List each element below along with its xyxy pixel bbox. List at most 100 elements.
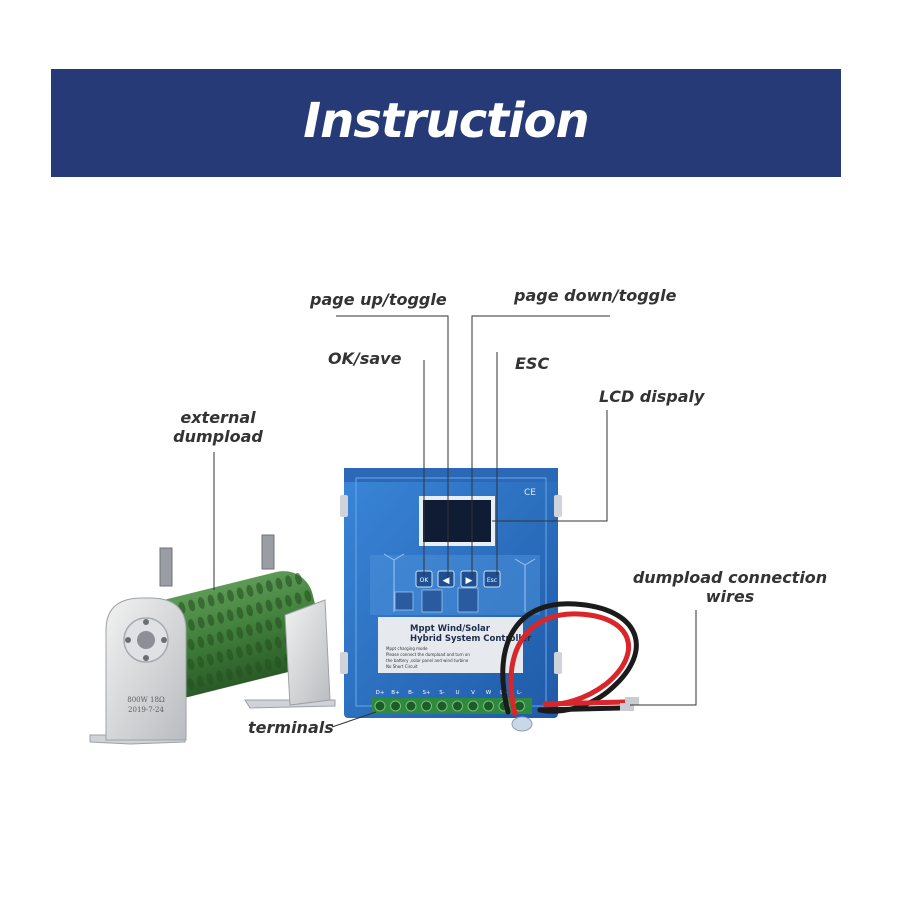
resistor-rib bbox=[255, 661, 263, 673]
resistor-terminal bbox=[261, 534, 275, 570]
resistor-rib bbox=[255, 602, 263, 614]
resistor-rib bbox=[226, 629, 234, 641]
resistor-rib bbox=[226, 648, 234, 661]
wind-turbine-icon bbox=[383, 553, 536, 612]
terminal-label: W bbox=[486, 690, 492, 696]
terminal-screw[interactable] bbox=[421, 700, 432, 712]
resistor-rib bbox=[187, 638, 195, 651]
resistor-rib bbox=[236, 646, 243, 659]
label-terminals: terminals bbox=[248, 718, 334, 737]
page-title: Instruction bbox=[303, 93, 589, 149]
end-cap-bolt bbox=[137, 631, 155, 649]
leader-dumpload-wires bbox=[630, 610, 697, 706]
ring-terminal bbox=[620, 703, 634, 711]
terminal-label: D+ bbox=[376, 690, 385, 696]
leader-terminals bbox=[331, 711, 377, 728]
resistor-rib bbox=[246, 604, 254, 617]
resistor-rib bbox=[236, 626, 244, 639]
info-label bbox=[378, 617, 523, 673]
terminal-screw[interactable] bbox=[390, 700, 401, 712]
mount-ear bbox=[554, 495, 562, 517]
terminal-screw[interactable] bbox=[467, 700, 479, 712]
resistor-rib bbox=[217, 611, 224, 624]
terminal-screw[interactable] bbox=[436, 700, 448, 712]
resistor-rib bbox=[275, 577, 283, 590]
resistor-rib bbox=[216, 631, 224, 644]
resistor-rib bbox=[265, 580, 273, 592]
resistor-rib bbox=[226, 668, 233, 681]
resistor-rib bbox=[227, 589, 234, 602]
device-note-line2: Please connect the dumpload and turn on bbox=[386, 652, 470, 657]
label-external-dumpload: external dumpload bbox=[158, 408, 278, 446]
controller-top-edge bbox=[344, 468, 558, 482]
right-bracket bbox=[284, 599, 331, 706]
label-dumpload-wires: dumpload connection wires bbox=[630, 568, 830, 606]
resistor-rib bbox=[197, 616, 205, 629]
resistor-rib bbox=[304, 590, 312, 602]
resistor-rib bbox=[236, 607, 244, 619]
resistor-rib bbox=[245, 663, 253, 676]
leader-page-down bbox=[471, 315, 610, 578]
resistor-rib bbox=[235, 665, 243, 678]
resistor-rib bbox=[246, 584, 254, 597]
resistor-rib bbox=[187, 678, 195, 690]
resistor-rib bbox=[236, 587, 244, 600]
device-note-line3: the battery ,solar panel and wind turbin… bbox=[386, 658, 469, 663]
ok-button-label: OK bbox=[420, 577, 430, 584]
esc-button-label: Esc bbox=[487, 577, 497, 584]
terminal-screw[interactable] bbox=[483, 700, 494, 712]
resistor-rib bbox=[196, 675, 204, 688]
resistor-rib bbox=[188, 619, 195, 631]
resistor-rib bbox=[207, 614, 215, 627]
resistor-rib bbox=[245, 624, 253, 637]
lcd-screen bbox=[423, 500, 491, 542]
terminal-screw[interactable] bbox=[452, 700, 463, 712]
label-page-down: page down/toggle bbox=[514, 286, 677, 305]
resistor-rib bbox=[206, 673, 214, 686]
label-external-dumpload-line1: external bbox=[180, 408, 256, 427]
resistor-rib bbox=[265, 599, 273, 612]
resistor-rib bbox=[207, 594, 215, 607]
resistor-stamp-line2: 2019-7-24 bbox=[128, 706, 164, 714]
terminal-screw[interactable] bbox=[374, 700, 386, 712]
red-wire-end bbox=[542, 699, 628, 707]
label-esc: ESC bbox=[515, 354, 550, 373]
resistor-rib bbox=[245, 643, 253, 656]
resistor-rib bbox=[285, 575, 293, 588]
black-wire-end bbox=[537, 705, 623, 713]
resistor-rib bbox=[207, 633, 215, 646]
terminal-screw[interactable] bbox=[405, 700, 417, 712]
label-dumpload-wires-line2: wires bbox=[705, 587, 755, 606]
mount-ear bbox=[340, 495, 348, 517]
page-down-button[interactable]: ▶ bbox=[460, 570, 478, 588]
resistor-rib bbox=[274, 636, 282, 649]
charge-controller: CE OK ◀ ▶ Esc bbox=[340, 468, 562, 718]
page-down-icon: ▶ bbox=[466, 576, 473, 586]
resistor-rib bbox=[285, 594, 292, 607]
ring-terminal bbox=[625, 697, 639, 705]
terminal-label: U bbox=[455, 690, 459, 696]
header-banner: Instruction bbox=[51, 69, 841, 177]
resistor-rib bbox=[265, 639, 272, 651]
label-ok-save: OK/save bbox=[328, 349, 402, 368]
device-title-line2: Hybrid System Controller bbox=[410, 634, 532, 644]
terminal-screws bbox=[374, 700, 525, 712]
device-note-line4: No Short Circuit bbox=[386, 664, 418, 669]
page-up-button[interactable]: ◀ bbox=[437, 570, 455, 588]
resistor-rib bbox=[206, 653, 214, 666]
terminal-label: L- bbox=[517, 690, 522, 696]
esc-button[interactable]: Esc bbox=[483, 570, 501, 588]
resistor-rib bbox=[275, 597, 283, 610]
resistor-rib bbox=[197, 636, 205, 649]
external-dumpload-resistor: 800W 18Ω 2019-7-24 bbox=[89, 534, 336, 745]
resistor-rib bbox=[295, 572, 302, 585]
resistor-rib bbox=[187, 658, 195, 671]
resistor-rib bbox=[294, 592, 302, 605]
resistor-rib bbox=[265, 619, 273, 632]
solar-panel-icon bbox=[394, 587, 479, 613]
label-page-up: page up/toggle bbox=[310, 290, 447, 309]
leader-lcd bbox=[492, 410, 608, 522]
device-note-line1: Mppt charging mode bbox=[386, 646, 428, 651]
resistor-rib bbox=[188, 599, 196, 612]
